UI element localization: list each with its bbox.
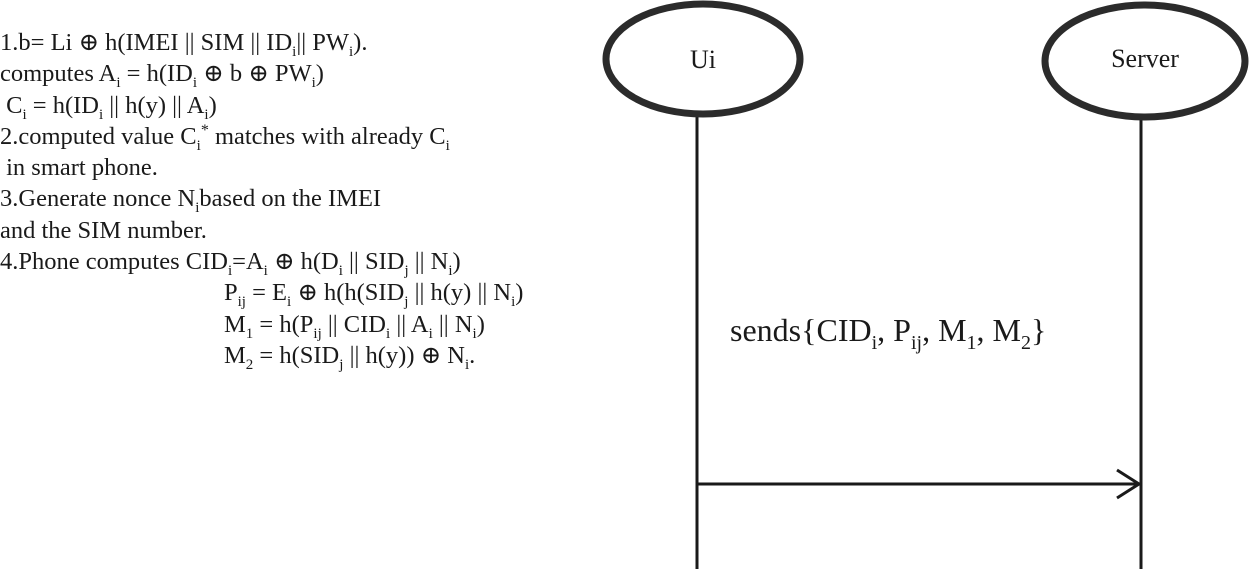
compute-m1-line: M1 = h(Pij || CIDi || Ai || Ni)	[224, 310, 485, 342]
step-1-line: 1.b= Li ⊕ h(IMEI || SIM || IDi|| PWi).	[0, 29, 368, 60]
step-3-continuation: and the SIM number.	[0, 216, 207, 244]
client-node	[602, 0, 804, 118]
step-3-line: 3.Generate nonce Nibased on the IMEI	[0, 185, 382, 217]
step-2-continuation: in smart phone.	[6, 154, 158, 182]
protocol-steps: 1.b= Li ⊕ h(IMEI || SIM || IDi|| PWi). c…	[0, 27, 524, 373]
compute-a-line: computes Ai = h(IDi ⊕ b ⊕ PWi)	[0, 60, 324, 92]
compute-p-line: Pij = Ei ⊕ h(h(SIDj || h(y) || Ni)	[224, 279, 524, 311]
compute-m2-line: M2 = h(SIDj || h(y)) ⊕ Ni.	[224, 341, 476, 373]
step-4-line: 4.Phone computes CIDi=Ai ⊕ h(Di || SIDj …	[0, 248, 461, 280]
arrowhead-icon	[1116, 468, 1142, 500]
compute-c-line: Ci = h(IDi || h(y) || Ai)	[6, 91, 217, 123]
server-node	[1041, 1, 1249, 121]
step-2-line: 2.computed value Ci* matches with alread…	[0, 121, 450, 154]
client-label: Ui	[690, 45, 716, 74]
message-label: sends{CIDi, Pij, M1, M2}	[730, 312, 1047, 354]
server-label: Server	[1111, 44, 1179, 73]
